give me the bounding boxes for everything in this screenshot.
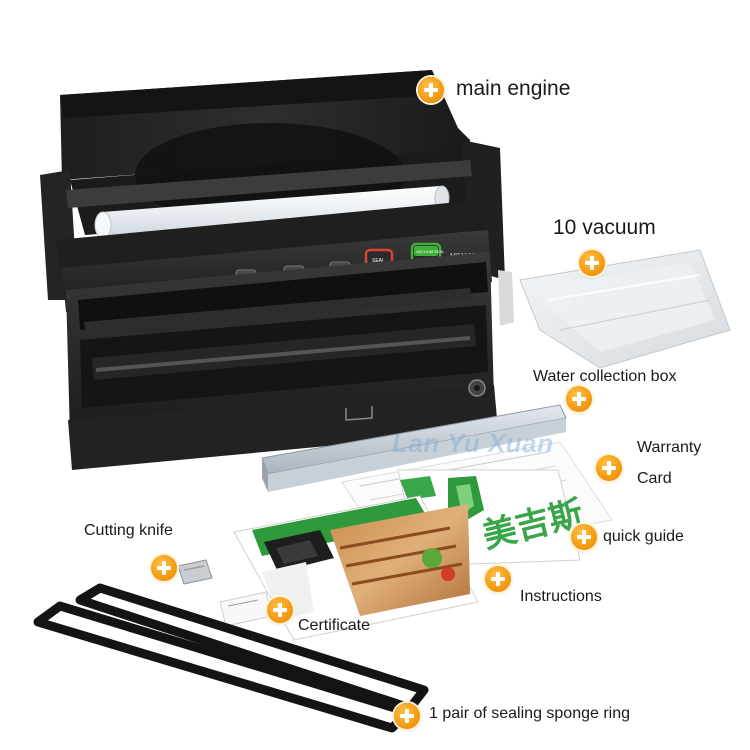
instructions-booklet — [233, 495, 479, 641]
callout-main-engine: main engine — [456, 77, 571, 100]
callout-instructions: Instructions — [520, 588, 602, 605]
callout-vacuum-bags: 10 vacuum — [553, 216, 656, 239]
callout-warranty-line2: Card — [637, 470, 672, 487]
plus-icon — [571, 524, 597, 550]
plus-icon — [394, 703, 420, 729]
water-collection-box — [261, 404, 567, 492]
plus-icon — [267, 597, 293, 623]
callout-quick-guide: quick guide — [603, 528, 684, 545]
watermark-text: Lan Yu Xuan — [392, 428, 554, 458]
callout-certificate: Certificate — [298, 617, 371, 634]
vacuum-seal-button-label: VACUUM SEAL — [416, 249, 445, 254]
vacuum-sealer-machine: SEAL VACUUM SEAL MS1160 — [40, 70, 514, 470]
plus-icon — [596, 455, 622, 481]
callout-sponge-ring: 1 pair of sealing sponge ring — [429, 705, 631, 722]
plus-icon — [566, 386, 592, 412]
plus-icon — [579, 250, 605, 276]
plus-icon — [485, 566, 511, 592]
vacuum-bags — [519, 249, 731, 369]
cutting-knife — [177, 559, 213, 585]
plus-icon — [418, 77, 444, 103]
seal-button-label: SEAL — [372, 258, 385, 264]
certificate-slip — [219, 591, 273, 627]
callout-warranty-line1: Warranty — [637, 439, 702, 456]
callout-cutting-knife: Cutting knife — [84, 522, 173, 539]
callout-water-box: Water collection box — [533, 368, 677, 385]
plus-icon — [151, 555, 177, 581]
